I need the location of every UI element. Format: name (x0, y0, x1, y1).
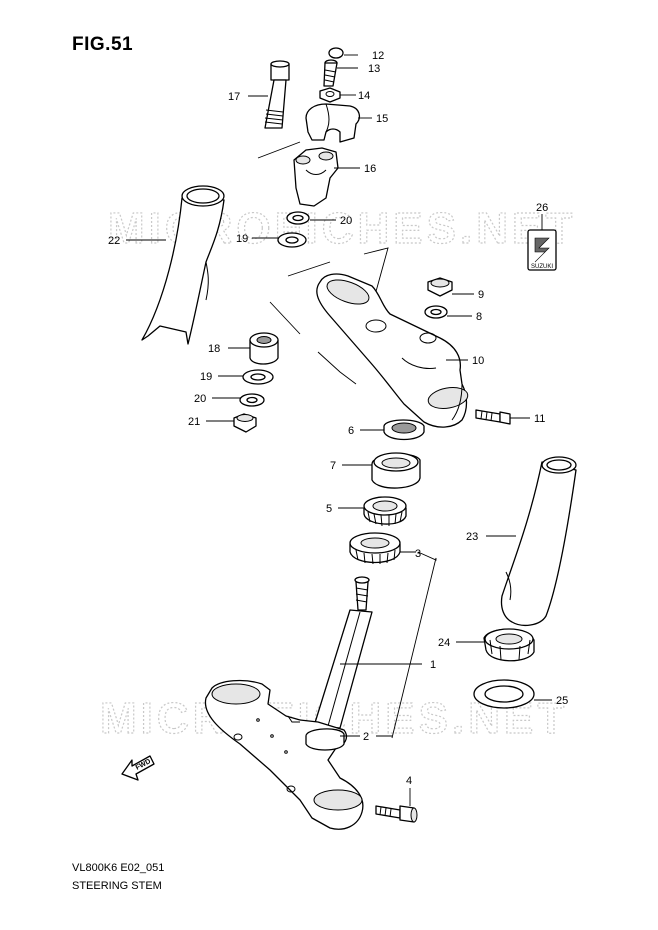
emblem-text: SUZUKI (531, 264, 553, 270)
part-20-lower-washer (239, 393, 265, 407)
part-19-lower-cushion (242, 369, 274, 385)
part-7-seal (371, 452, 421, 489)
part-1-steering-stem (313, 576, 373, 729)
diagram-caption: STEERING STEM (72, 880, 162, 892)
callout-12: 12 (372, 50, 384, 62)
assembly-line-c (269, 301, 357, 385)
fwd-arrow-icon: FWD (121, 755, 155, 781)
part-3-bearing (349, 532, 401, 565)
callout-10: 10 (472, 355, 484, 367)
callout-26: 26 (536, 202, 548, 214)
callout-13: 13 (368, 63, 380, 75)
callout-23: 23 (466, 531, 478, 543)
part-23-fork-cover-right (500, 456, 577, 627)
callout-19b: 19 (200, 371, 212, 383)
callout-6: 6 (348, 425, 354, 437)
assembly-line-a (257, 141, 301, 159)
assembly-line-b (287, 247, 389, 307)
part-19-upper-cushion (277, 232, 307, 248)
part-4-bolt (375, 805, 418, 823)
part-6-nut (383, 419, 425, 441)
part-5-bearing (363, 496, 407, 527)
part-21-nut (233, 413, 257, 433)
part-26-emblem: SUZUKI (527, 229, 557, 271)
callout-20b: 20 (194, 393, 206, 405)
part-11-bolt (475, 409, 511, 425)
callout-19a: 19 (236, 233, 248, 245)
callout-24: 24 (438, 637, 450, 649)
part-24-nut (483, 628, 535, 662)
part-9-nut (427, 277, 453, 297)
callout-20a: 20 (340, 215, 352, 227)
callout-16: 16 (364, 163, 376, 175)
callout-21: 21 (188, 416, 200, 428)
callout-5: 5 (326, 503, 332, 515)
callout-7: 7 (330, 460, 336, 472)
callout-22: 22 (108, 235, 120, 247)
callout-18: 18 (208, 343, 220, 355)
part-14-nut (319, 87, 341, 103)
part-2-lower-bracket (204, 679, 364, 830)
part-18-spacer (249, 332, 279, 365)
part-20-upper-washer (286, 211, 310, 225)
callout-3: 3 (415, 548, 421, 560)
leader-3 (391, 551, 437, 739)
part-8-washer (424, 305, 448, 319)
callout-9: 9 (478, 289, 484, 301)
part-25-washer (473, 679, 535, 709)
callout-8: 8 (476, 311, 482, 323)
part-10-upper-bracket (316, 273, 469, 428)
part-22-fork-cover-left (141, 185, 225, 345)
part-16-holder (293, 147, 339, 207)
part-15-upper-clamp (305, 103, 361, 143)
part-13-bolt (323, 59, 338, 87)
figure-title: FIG.51 (72, 34, 134, 55)
callout-1: 1 (430, 659, 436, 671)
callout-2: 2 (363, 731, 369, 743)
part-17-bolt (264, 60, 290, 129)
callout-4: 4 (406, 775, 412, 787)
callout-17: 17 (228, 91, 240, 103)
callout-25: 25 (556, 695, 568, 707)
callout-11: 11 (534, 413, 545, 425)
part-12-cap (328, 47, 344, 59)
callout-14: 14 (358, 90, 370, 102)
model-code: VL800K6 E02_051 (72, 862, 165, 874)
callout-15: 15 (376, 113, 388, 125)
